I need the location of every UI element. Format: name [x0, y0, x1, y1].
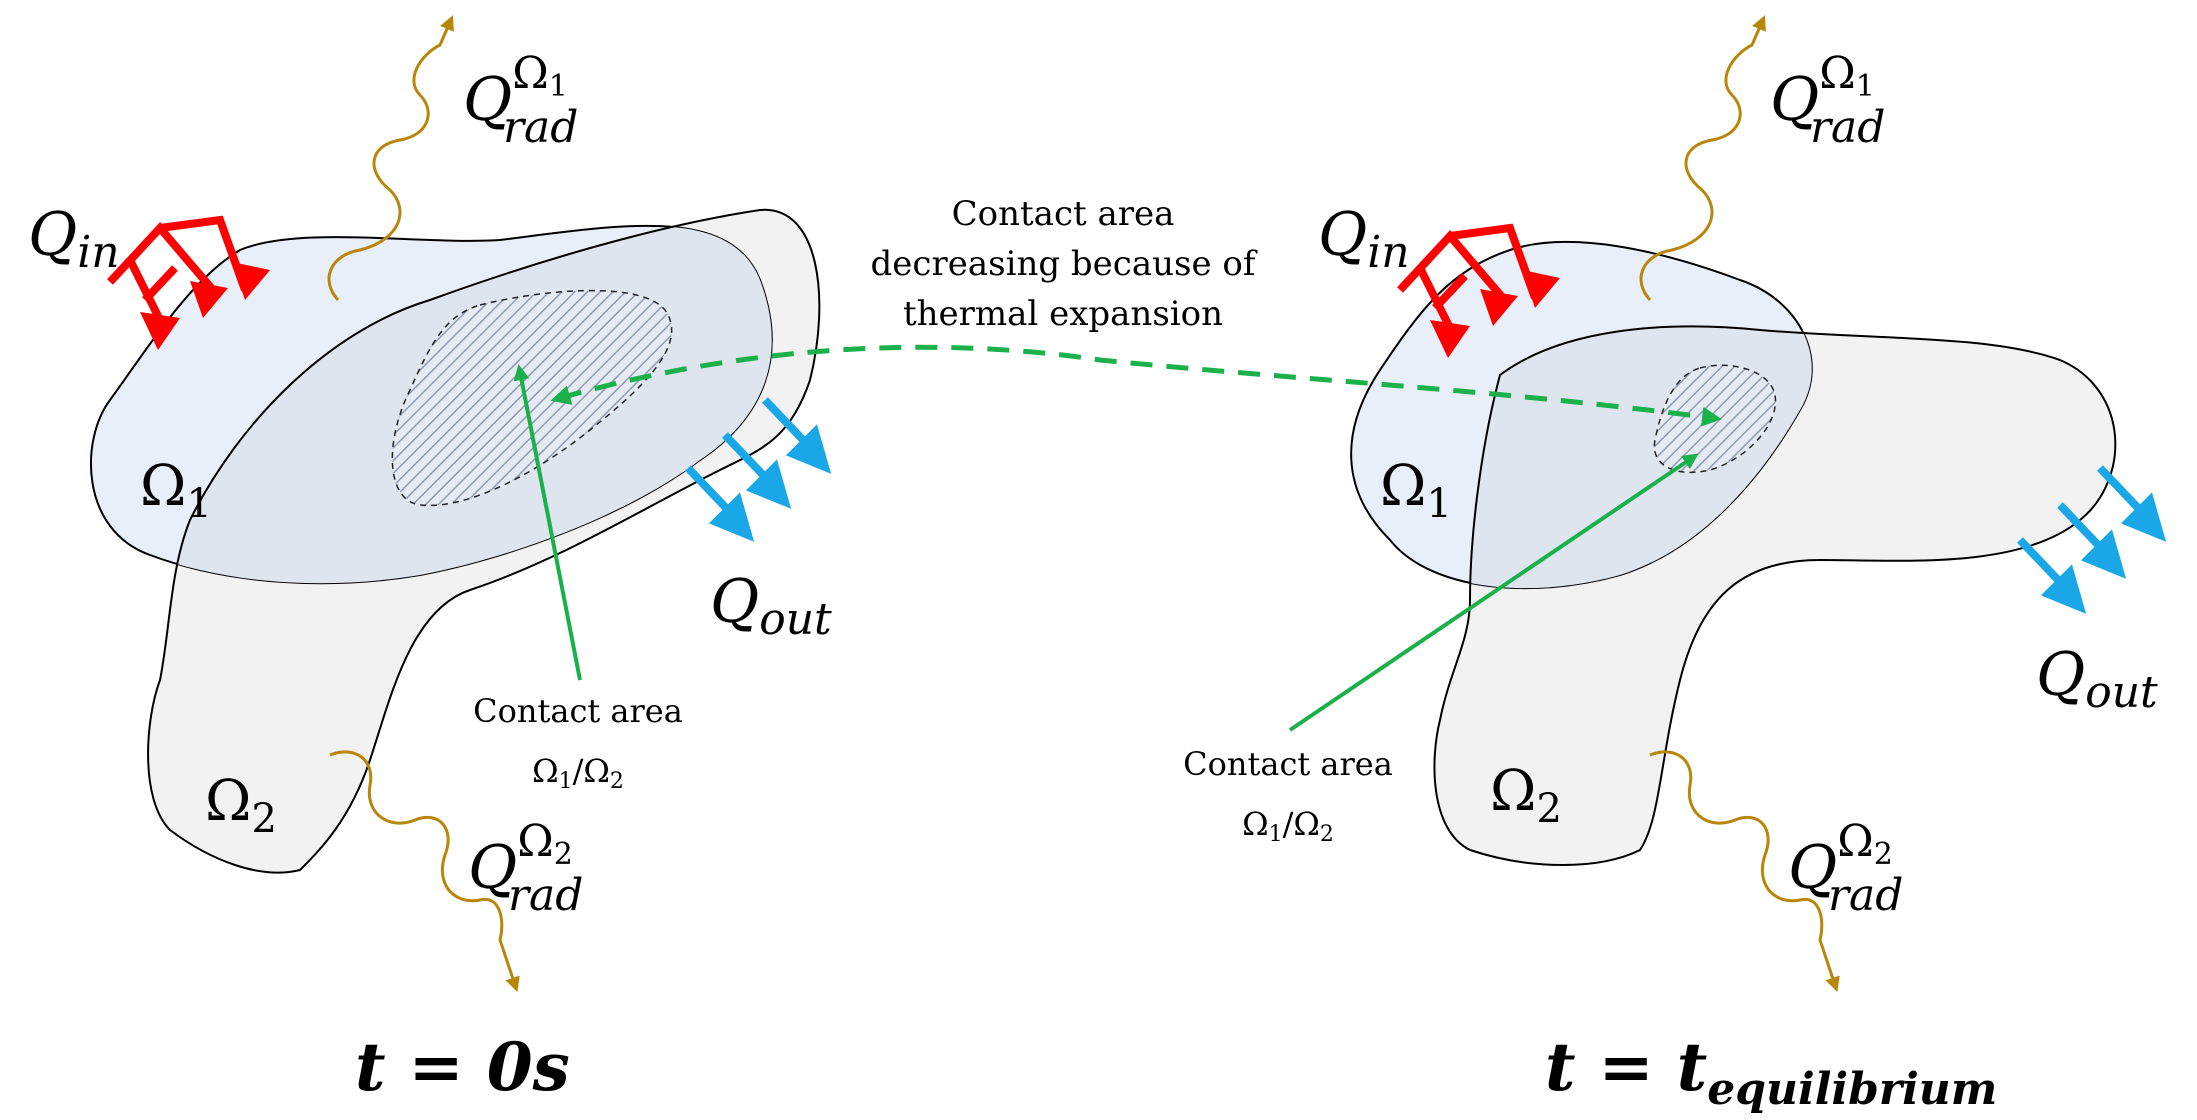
red-double-arrow-icon: [107, 215, 270, 350]
q-in-label-left: Qin: [28, 200, 120, 278]
annotation-line1: Contact area: [952, 194, 1175, 234]
contact-pointer-left: [513, 364, 582, 681]
omega2-label-right: Ω2: [1490, 759, 1562, 832]
omega1-label-right: Ω1: [1380, 454, 1452, 527]
omega1-label-left: Ω1: [140, 454, 212, 527]
contact-label-left-line1: Contact area: [473, 692, 683, 730]
red-double-arrow-icon: [1397, 223, 1560, 358]
contact-pointer-right: [1288, 453, 1699, 732]
contact-label-right-line1: Contact area: [1183, 745, 1393, 783]
q-out-label-left: Qout: [710, 567, 832, 645]
wavy-arrow-icon: [329, 750, 520, 993]
wavy-arrow-icon: [327, 15, 454, 302]
contact-label-right-line2: Ω1/Ω2: [1242, 805, 1334, 847]
contact-shrink-arrow: [550, 344, 1722, 427]
q-in-label-right: Qin: [1318, 200, 1410, 278]
omega2-label-left: Ω2: [205, 769, 277, 842]
q-out-label-right: Qout: [2036, 640, 2158, 718]
wavy-arrow-icon: [1639, 15, 1766, 302]
time-label-right: t = tequilibrium: [1545, 1028, 1997, 1115]
annotation-line3: thermal expansion: [903, 294, 1223, 334]
wavy-arrow-icon: [1649, 750, 1840, 993]
contact-label-left-line2: Ω1/Ω2: [532, 752, 624, 794]
time-label-left: t = 0s: [355, 1028, 570, 1106]
blue-arrow-icon: [2017, 465, 2167, 614]
annotation-line2: decreasing because of: [871, 244, 1258, 284]
overlap-region-right: [1433, 325, 1812, 589]
